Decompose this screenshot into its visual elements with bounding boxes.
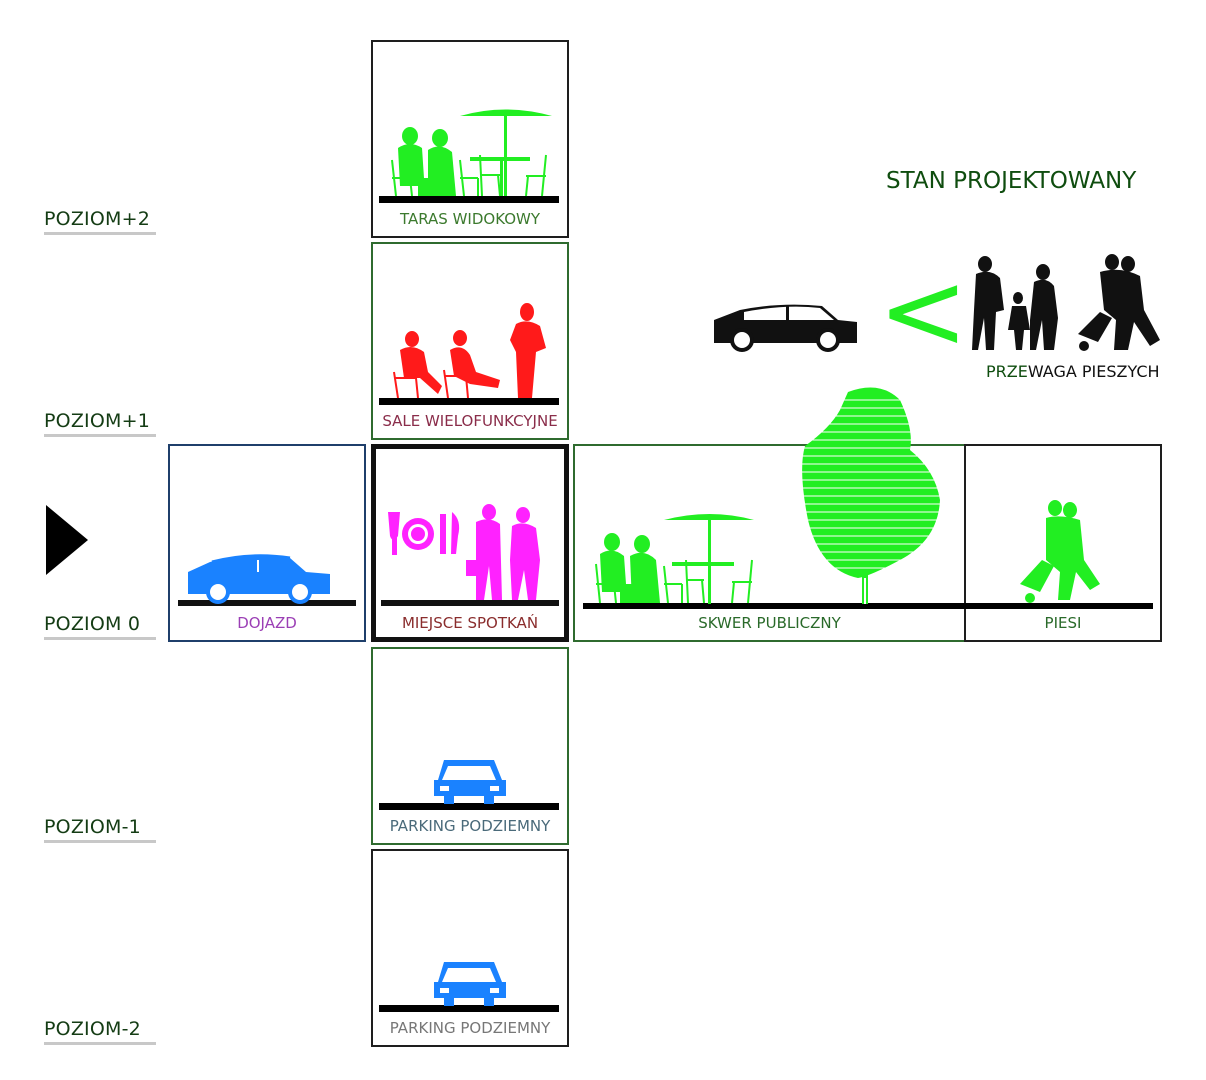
level-label-minus2: POZIOM-2 (44, 1018, 156, 1045)
car-front-icon (379, 760, 559, 810)
car-side-icon (178, 554, 356, 606)
family-icon (972, 254, 1160, 351)
play-arrow-icon (46, 505, 88, 575)
level-label-plus2: POZIOM+2 (44, 208, 156, 235)
pedestrian-icon (1020, 500, 1100, 603)
comparison-symbol: < (878, 249, 969, 374)
box-caption: SALE WIELOFUNKCYJNE (382, 412, 558, 430)
tree-icon (795, 387, 945, 604)
people-meeting-icon (466, 504, 540, 600)
box-dojazd: DOJAZD (168, 444, 366, 642)
cafe-table-umbrella-icon (583, 514, 1153, 609)
car-front-icon (379, 962, 559, 1012)
legend-caption-part2: WAGA PIESZYCH (1027, 362, 1160, 381)
box-caption: PARKING PODZIEMNY (389, 817, 551, 835)
legend-caption-part1: PRZE (986, 362, 1028, 381)
people-meeting-icon (379, 303, 559, 405)
page-title: STAN PROJEKTOWANY (886, 168, 1137, 194)
box-caption: PARKING PODZIEMNY (389, 1019, 551, 1037)
car-side-icon (714, 304, 857, 352)
cutlery-icon (381, 512, 559, 606)
box-caption: PIESI (1044, 614, 1082, 632)
box-caption: TARAS WIDOKOWY (399, 210, 541, 228)
box-caption: SKWER PUBLICZNY (698, 614, 841, 632)
box-caption: MIEJSCE SPOTKAŃ (401, 614, 539, 632)
legend-caption: PRZEWAGA PIESZYCH (986, 362, 1160, 381)
level-label-plus1: POZIOM+1 (44, 410, 156, 437)
box-parking-minus1: PARKING PODZIEMNY (371, 647, 569, 845)
box-parking-minus2: PARKING PODZIEMNY (371, 849, 569, 1047)
level-label-zero: POZIOM 0 (44, 613, 156, 640)
box-caption: DOJAZD (237, 614, 297, 632)
level-label-minus1: POZIOM-1 (44, 816, 156, 843)
cafe-table-umbrella-icon (379, 109, 559, 203)
